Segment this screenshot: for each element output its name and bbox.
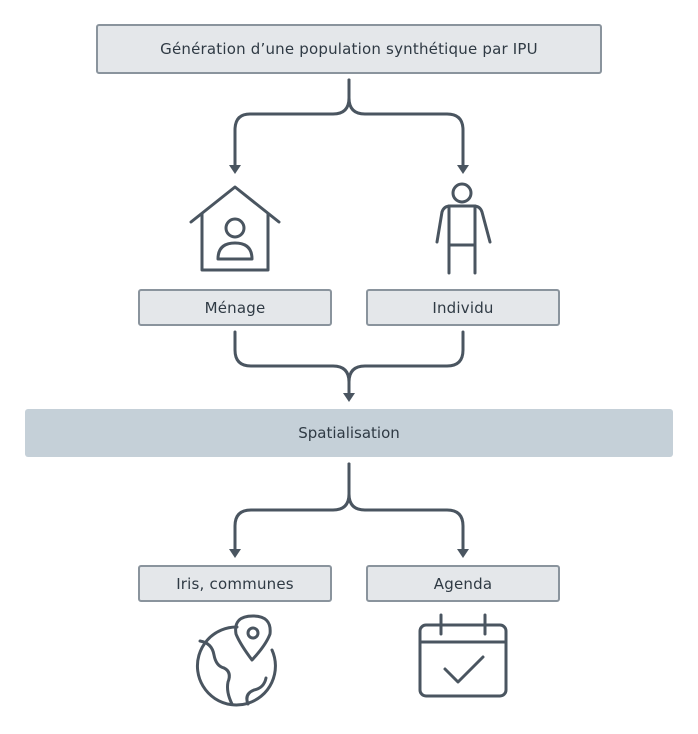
arrowhead-individual <box>457 165 469 174</box>
arrowhead-agenda <box>457 549 469 558</box>
agenda-box: Agenda <box>366 565 560 602</box>
spatialisation-band: Spatialisation <box>25 409 673 457</box>
connector-spatialisation-to-agenda <box>347 462 465 552</box>
connector-top-to-individual <box>347 78 465 168</box>
iris-communes-box: Iris, communes <box>138 565 332 602</box>
connector-spatialisation-to-iris <box>233 462 351 552</box>
house-person-icon <box>189 185 281 272</box>
arrowhead-spatialisation <box>343 393 355 402</box>
ipu-generation-box: Génération d’une population synthétique … <box>96 24 602 74</box>
connector-top-to-household <box>233 78 351 168</box>
arrowhead-iris <box>229 549 241 558</box>
calendar-check-icon <box>418 613 508 698</box>
individual-box: Individu <box>366 289 560 326</box>
person-icon <box>435 182 492 275</box>
connector-household-to-spatialisation <box>233 330 351 396</box>
globe-location-pin-icon <box>195 614 277 707</box>
connector-individual-to-spatialisation <box>347 330 465 384</box>
arrowhead-household <box>229 165 241 174</box>
household-box: Ménage <box>138 289 332 326</box>
